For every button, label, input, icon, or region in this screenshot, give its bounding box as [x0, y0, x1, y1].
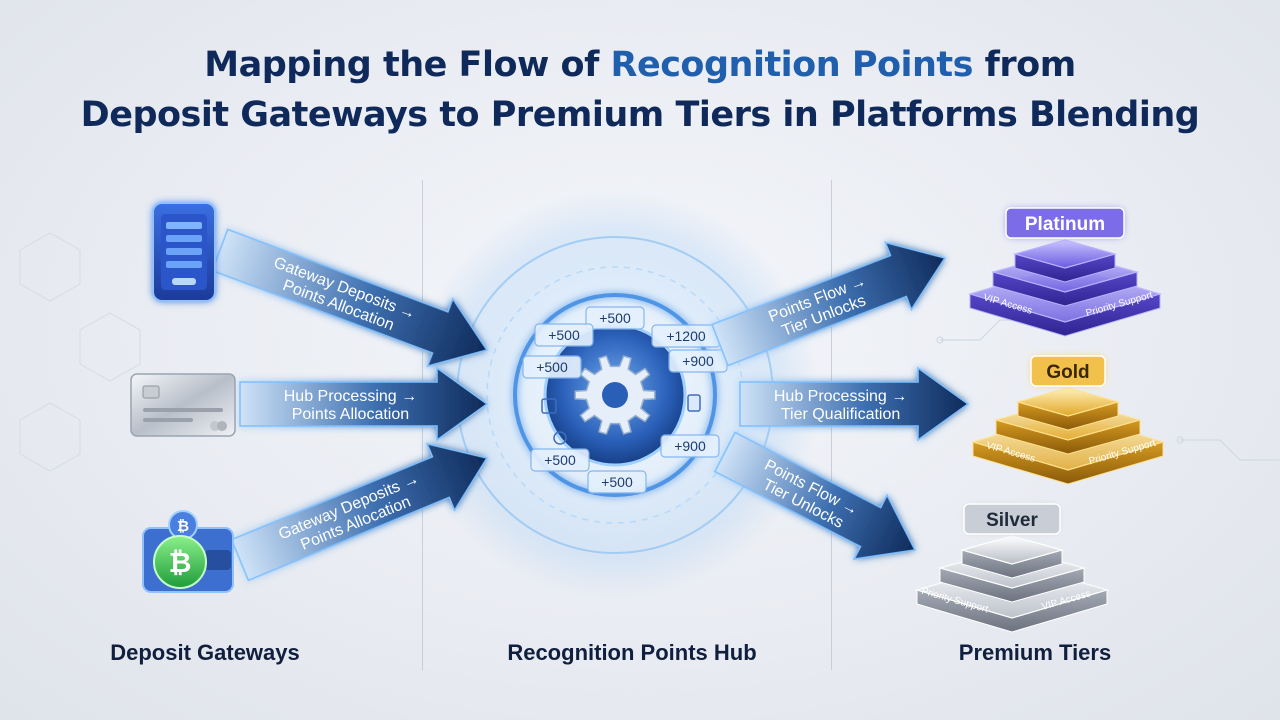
- arrow-label: Hub Processing →: [774, 388, 907, 405]
- points-token: +500: [534, 323, 594, 347]
- arrow-shape: [230, 442, 489, 582]
- points-token-label: +500: [544, 452, 576, 468]
- small-card-icon: [541, 398, 557, 414]
- points-token-label: +900: [682, 353, 714, 369]
- tier-badge: [963, 503, 1061, 535]
- arrow-label: Tier Qualification: [781, 406, 900, 423]
- hub-tokens: +500 +500 +1200 +500 +900 +500 +900 +500: [522, 306, 728, 494]
- points-token: +500: [522, 355, 582, 379]
- small-phone-icon: [687, 394, 701, 412]
- tier-layer-top: [1015, 387, 1121, 417]
- svg-text:₿: ₿: [177, 517, 189, 535]
- small-coin-icon: [553, 431, 567, 445]
- arrow-shape: [713, 431, 917, 561]
- svg-text:₿: ₿: [169, 546, 192, 579]
- arrow-shape: [239, 366, 489, 442]
- points-token: +500: [587, 470, 647, 494]
- arrow-label: Points Allocation: [292, 406, 409, 423]
- points-token-label: +1200: [666, 328, 706, 344]
- tier-badge-label: Platinum: [1025, 214, 1105, 235]
- arrow-shape: [711, 241, 947, 367]
- arrow-shape: [211, 228, 489, 368]
- points-token: +500: [530, 448, 590, 472]
- column-label-premium-tiers: Premium Tiers: [958, 640, 1112, 665]
- points-token-label: +900: [674, 438, 706, 454]
- points-token: +900: [668, 349, 728, 373]
- tier-layer-top: [1012, 239, 1118, 269]
- title-highlight: Recognition Points: [610, 45, 974, 85]
- points-token: +500: [585, 306, 645, 330]
- points-token: +1200: [651, 324, 721, 348]
- bank-card-icon: [130, 373, 236, 437]
- points-token-label: +500: [536, 359, 568, 375]
- tier-badge-label: Gold: [1046, 362, 1089, 383]
- tier-badge-label: Silver: [986, 510, 1038, 531]
- points-token: +900: [660, 434, 720, 458]
- hex-pattern-left: [19, 232, 141, 472]
- crypto-wallet-icon: ₿ ₿: [142, 510, 234, 593]
- points-token-label: +500: [601, 474, 633, 490]
- mobile-app-icon: [152, 202, 216, 302]
- gear-center: [602, 382, 628, 408]
- points-token-label: +500: [599, 310, 631, 326]
- flow-arrow-out-mid: Hub Processing →Tier Qualification: [739, 366, 970, 442]
- title-line-1: Mapping the Flow of Recognition Points f…: [204, 45, 1076, 85]
- points-token-label: +500: [548, 327, 580, 343]
- hub-inner-ring: [513, 293, 717, 497]
- column-label-deposit-gateways: Deposit Gateways: [110, 640, 300, 665]
- tier-layer-top: [959, 535, 1065, 565]
- title-line-2: Deposit Gateways to Premium Tiers in Pla…: [80, 95, 1200, 135]
- tier-badge: [1030, 355, 1106, 387]
- arrow-label: Hub Processing →: [284, 388, 417, 405]
- flow-arrow-in-mid: Hub Processing →Points Allocation: [239, 366, 489, 442]
- arrow-shape: [739, 366, 970, 442]
- tier-badge: [1005, 207, 1125, 239]
- recognition-hub: +500 +500 +1200 +500 +900 +500 +900 +500: [410, 190, 820, 600]
- page-title: Mapping the Flow of Recognition Points f…: [0, 40, 1280, 140]
- column-label-recognition-hub: Recognition Points Hub: [507, 640, 757, 665]
